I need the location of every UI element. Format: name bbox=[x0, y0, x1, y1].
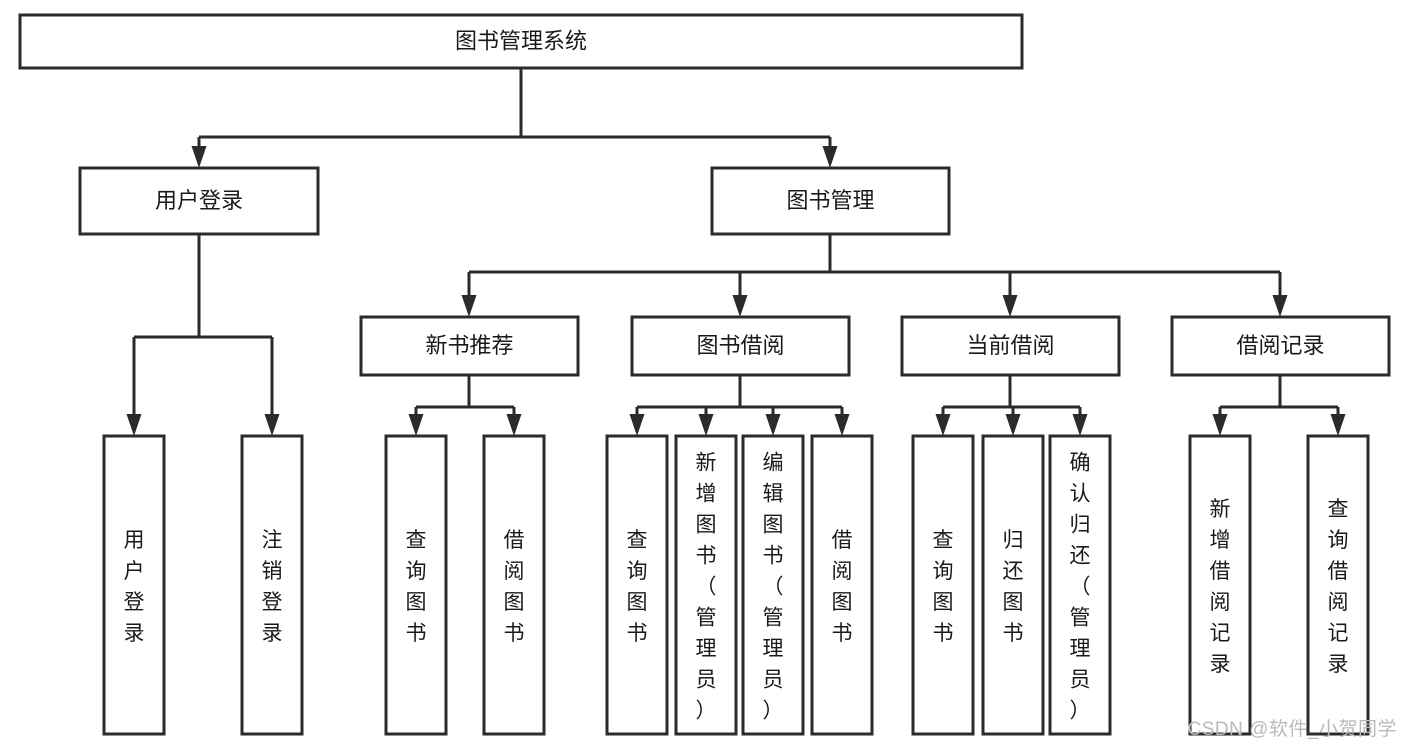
node-leaf-borrow-book-new[interactable]: 借阅图书 bbox=[482, 434, 546, 736]
node-leaf-query-record[interactable]: 查询借阅记录 bbox=[1306, 434, 1370, 736]
node-label: 借阅图书 bbox=[832, 529, 853, 645]
node-leaf-logout[interactable]: 注销登录 bbox=[240, 434, 304, 736]
node-leaf-query-book-current[interactable]: 查询图书 bbox=[911, 434, 975, 736]
node-layer: 图书管理系统用户登录图书管理新书推荐图书借阅当前借阅借阅记录用户登录注销登录查询… bbox=[18, 13, 1391, 736]
node-label: 借阅记录 bbox=[1236, 333, 1324, 358]
arrow-head-icon bbox=[264, 414, 280, 436]
node-box bbox=[605, 434, 669, 736]
node-box bbox=[1306, 434, 1370, 736]
node-box bbox=[1170, 315, 1391, 377]
node-box bbox=[384, 434, 448, 736]
node-box bbox=[482, 434, 546, 736]
node-leaf-edit-book[interactable]: 编辑图书（管理员） bbox=[741, 434, 805, 736]
arrow-head-icon bbox=[506, 414, 522, 436]
arrow-head-icon bbox=[191, 146, 207, 168]
arrow-head-icon bbox=[822, 146, 838, 168]
node-box bbox=[1048, 434, 1112, 736]
node-leaf-borrow-book[interactable]: 借阅图书 bbox=[810, 434, 874, 736]
arrow-head-icon bbox=[408, 414, 424, 436]
node-bookmgmt[interactable]: 图书管理 bbox=[710, 166, 951, 236]
node-label: 查询图书 bbox=[933, 529, 954, 645]
node-records[interactable]: 借阅记录 bbox=[1170, 315, 1391, 377]
arrow-head-icon bbox=[1072, 414, 1088, 436]
node-label: 确认归还（管理员） bbox=[1070, 452, 1091, 723]
node-box bbox=[674, 434, 738, 736]
node-current[interactable]: 当前借阅 bbox=[900, 315, 1121, 377]
arrow-head-icon bbox=[461, 295, 477, 317]
node-label: 注销登录 bbox=[262, 529, 283, 645]
node-box bbox=[240, 434, 304, 736]
arrow-head-icon bbox=[1212, 414, 1228, 436]
arrow-head-icon bbox=[1272, 295, 1288, 317]
node-label: 查询借阅记录 bbox=[1328, 498, 1349, 676]
node-box bbox=[102, 434, 166, 736]
node-leaf-user-login[interactable]: 用户登录 bbox=[102, 434, 166, 736]
node-label: 图书管理 bbox=[786, 188, 874, 213]
node-root[interactable]: 图书管理系统 bbox=[18, 13, 1024, 70]
node-label: 归还图书 bbox=[1003, 529, 1024, 645]
arrow-head-icon bbox=[629, 414, 645, 436]
node-borrow[interactable]: 图书借阅 bbox=[630, 315, 851, 377]
arrow-head-icon bbox=[935, 414, 951, 436]
arrow-head-icon bbox=[732, 295, 748, 317]
arrow-head-icon bbox=[834, 414, 850, 436]
node-label: 图书管理系统 bbox=[455, 28, 587, 53]
arrow-head-icon bbox=[1002, 295, 1018, 317]
node-label: 图书借阅 bbox=[696, 333, 784, 358]
node-box bbox=[710, 166, 951, 236]
node-box bbox=[359, 315, 580, 377]
arrow-head-icon bbox=[698, 414, 714, 436]
node-label: 新增图书（管理员） bbox=[696, 452, 717, 723]
node-leaf-query-book-new[interactable]: 查询图书 bbox=[384, 434, 448, 736]
node-login[interactable]: 用户登录 bbox=[78, 166, 320, 236]
csdn-watermark: CSDN @软件_小贺同学 bbox=[1187, 719, 1397, 740]
node-label: 查询图书 bbox=[406, 529, 427, 645]
node-box bbox=[900, 315, 1121, 377]
node-box bbox=[810, 434, 874, 736]
node-label: 借阅图书 bbox=[504, 529, 525, 645]
node-label: 新增借阅记录 bbox=[1210, 498, 1231, 676]
node-newbook[interactable]: 新书推荐 bbox=[359, 315, 580, 377]
node-box bbox=[981, 434, 1045, 736]
connector-layer bbox=[126, 68, 1346, 436]
node-box bbox=[18, 13, 1024, 70]
node-leaf-return-book[interactable]: 归还图书 bbox=[981, 434, 1045, 736]
arrow-head-icon bbox=[1005, 414, 1021, 436]
node-label: 新书推荐 bbox=[425, 333, 513, 358]
node-label: 当前借阅 bbox=[966, 333, 1054, 358]
node-box bbox=[1188, 434, 1252, 736]
node-leaf-query-book-borrow[interactable]: 查询图书 bbox=[605, 434, 669, 736]
node-label: 用户登录 bbox=[124, 529, 145, 645]
node-leaf-add-record[interactable]: 新增借阅记录 bbox=[1188, 434, 1252, 736]
node-label: 用户登录 bbox=[155, 188, 243, 213]
node-box bbox=[911, 434, 975, 736]
arrow-head-icon bbox=[1330, 414, 1346, 436]
node-label: 查询图书 bbox=[627, 529, 648, 645]
node-label: 编辑图书（管理员） bbox=[763, 452, 784, 723]
node-leaf-confirm-return[interactable]: 确认归还（管理员） bbox=[1048, 434, 1112, 736]
node-leaf-add-book[interactable]: 新增图书（管理员） bbox=[674, 434, 738, 736]
node-box bbox=[741, 434, 805, 736]
node-box bbox=[78, 166, 320, 236]
node-box bbox=[630, 315, 851, 377]
arrow-head-icon bbox=[765, 414, 781, 436]
arrow-head-icon bbox=[126, 414, 142, 436]
